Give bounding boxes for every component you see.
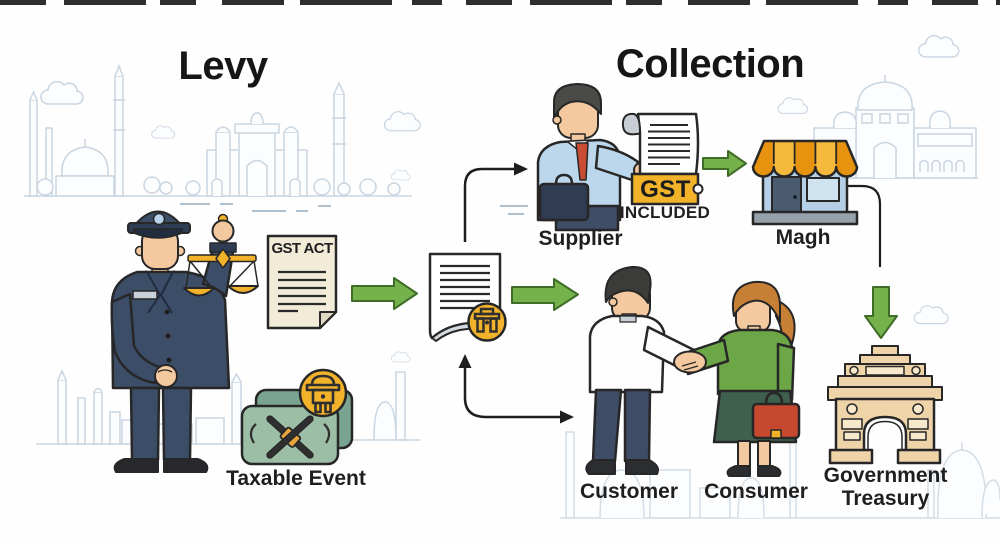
curved-connectors (458, 162, 882, 424)
treasury-label: Government Treasury (813, 464, 958, 510)
red-briefcase-icon (751, 391, 801, 440)
arrowhead-right2 (560, 410, 574, 424)
handshake-hands (673, 350, 707, 374)
officer-name-badge (132, 290, 158, 300)
crossed-tools-icon (249, 415, 331, 459)
arrowhead-up (458, 354, 472, 368)
arrowhead-right (514, 162, 528, 176)
arrow-invoice-to-shop (702, 150, 747, 177)
bottom-left-skyline (36, 369, 420, 445)
treasury-label-line2: Treasury (841, 487, 930, 510)
shop-icon (751, 139, 859, 226)
gate-badge-icon (467, 302, 507, 342)
collection-title: Collection (615, 42, 805, 86)
gst-act-label: GST ACT (271, 240, 333, 257)
left-skyline (24, 63, 528, 215)
supplier-briefcase-icon (538, 173, 590, 222)
taxable-event-label: Taxable Event (226, 467, 366, 490)
levy-title: Levy (178, 44, 268, 88)
gst-tag-label: GST (640, 176, 691, 203)
arrow-document-to-handshake (511, 278, 579, 311)
taxable-event-folders-icon (240, 368, 354, 466)
supplier-label: Supplier (538, 227, 623, 250)
invoice-scroll (621, 112, 704, 206)
arrow-down-to-treasury (864, 286, 898, 339)
green-flow-arrows (351, 150, 898, 339)
justice-scales-icon (183, 213, 259, 297)
cloud-icon (40, 34, 960, 363)
customer-label: Customer (579, 480, 679, 503)
gst-tag (630, 172, 704, 206)
shop-to-treasury-connector (843, 184, 882, 267)
treasury-label-line1: Government (823, 464, 948, 487)
gst-act-document (266, 234, 338, 330)
camera-badge-icon (298, 368, 348, 418)
tax-document (428, 252, 507, 342)
arrow-document-to-supplier (463, 167, 514, 242)
arrow-gstact-to-document (351, 277, 418, 310)
shop-label: Magh (775, 226, 831, 249)
arrow-customer-to-document (463, 366, 560, 419)
bottom-right-skyline (560, 431, 1000, 519)
consumer-label: Consumer (704, 480, 808, 503)
treasury-arch-icon (827, 345, 943, 465)
gst-included-label: INCLUDED (619, 203, 711, 222)
supplier-figure (536, 83, 649, 232)
customer-figure (585, 265, 696, 475)
consumer-figure (680, 280, 801, 477)
india-skyline-background (24, 34, 1000, 519)
officer-figure (110, 210, 235, 473)
